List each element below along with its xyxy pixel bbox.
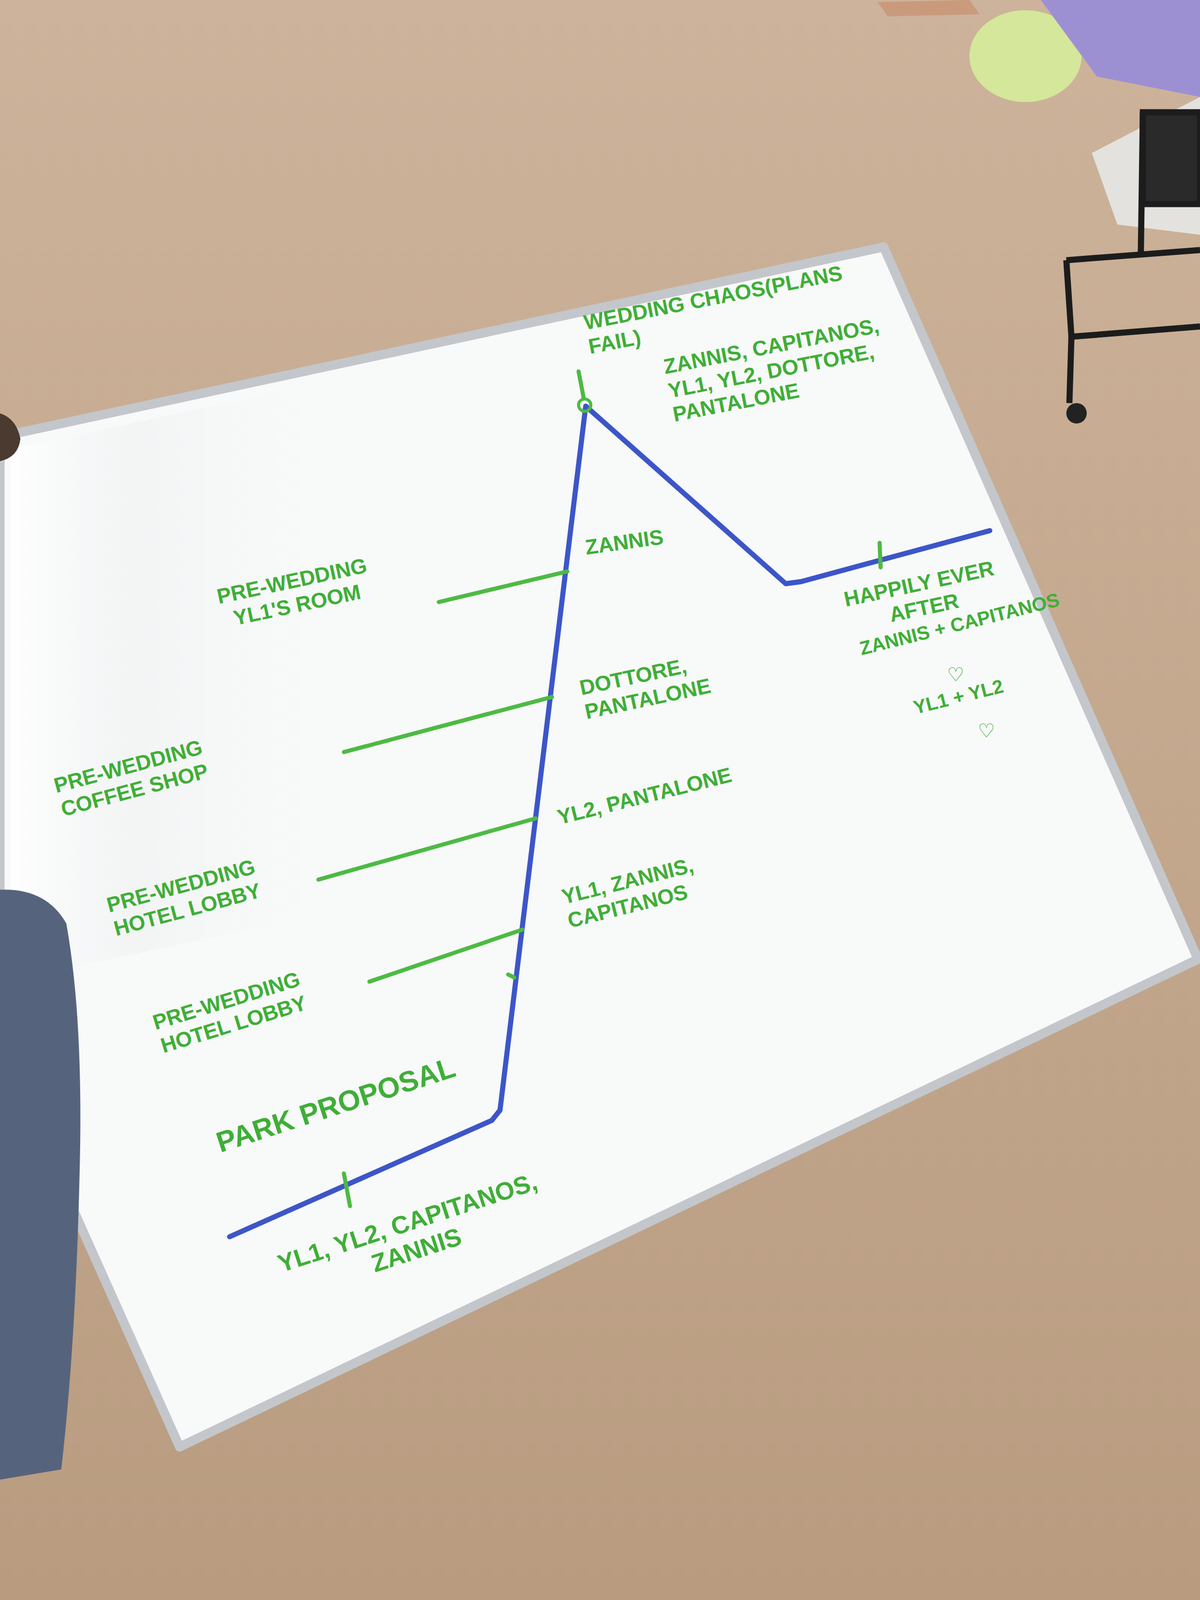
person-legs: [877, 0, 980, 17]
cart: [1066, 112, 1200, 404]
wall-strip: [1092, 96, 1200, 235]
handwritten-label: YL1, YL2, CAPITANOS, ZANNIS: [267, 1164, 557, 1308]
cart-wheel: [1066, 403, 1088, 424]
board-glare: [10, 379, 337, 980]
handwritten-label: PRE-WEDDING HOTEL LOBBY: [81, 848, 287, 948]
hand: [0, 413, 21, 462]
whiteboard: [0, 246, 1199, 1447]
handwritten-label: ZANNIS: [583, 524, 665, 560]
person-shirt: [1040, 0, 1200, 97]
handwritten-label: PRE-WEDDING COFFEE SHOP: [28, 729, 234, 828]
handwritten-label: PARK PROPOSAL: [212, 1050, 460, 1160]
climax-dot: [578, 398, 591, 412]
handwritten-label: YL1, ZANNIS, CAPITANOS: [559, 838, 759, 933]
handwritten-label: PRE-WEDDING HOTEL LOBBY: [120, 958, 340, 1068]
handwritten-label: YL2, PANTALONE: [554, 762, 735, 830]
handwritten-label: PRE-WEDDING YL1'S ROOM: [192, 548, 397, 638]
handwritten-label: DOTTORE, PANTALONE: [577, 641, 753, 724]
heart-symbol: ♡: [947, 663, 965, 686]
heart-symbol: ♡: [977, 719, 996, 742]
sleeve: [0, 889, 81, 1480]
